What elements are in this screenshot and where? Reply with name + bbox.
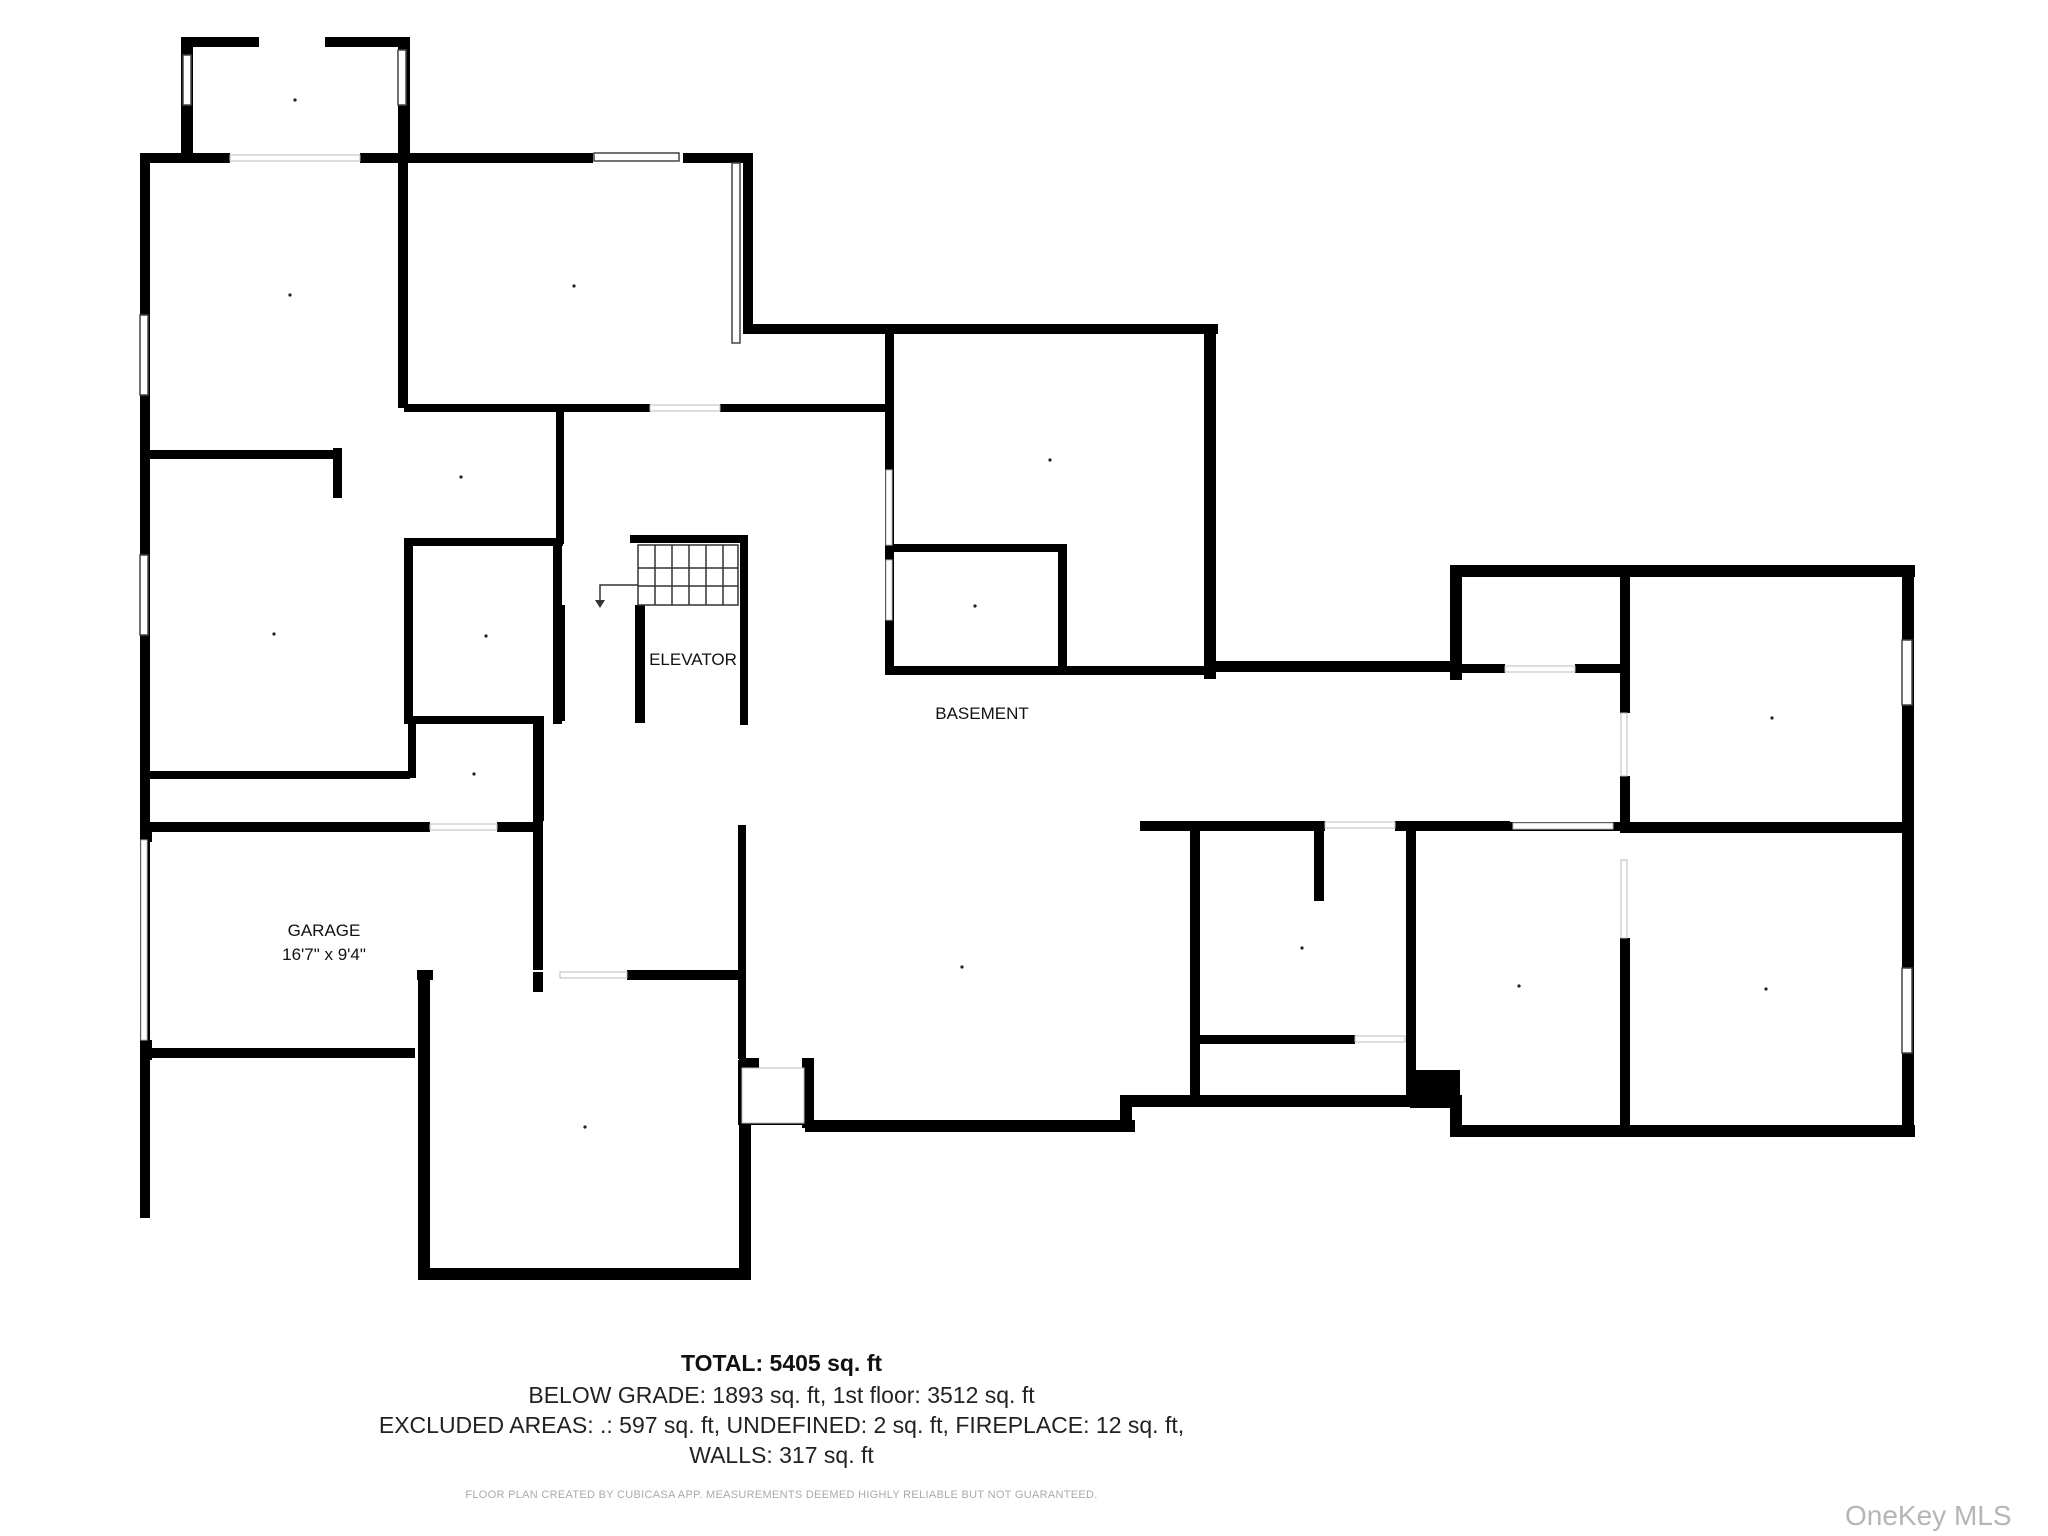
walls-area: WALLS: 317 sq. ft [689,1442,874,1468]
garage-size-label: 16'7" x 9'4" [282,945,366,964]
room-labels: ELEVATOR BASEMENT GARAGE 16'7" x 9'4" [282,650,1029,964]
walls [140,37,1915,1280]
grade-areas: BELOW GRADE: 1893 sq. ft, 1st floor: 351… [528,1382,1035,1408]
staircase [595,544,739,608]
doorways [140,154,1628,1124]
windows [139,49,1913,1054]
total-area: TOTAL: 5405 sq. ft [680,1350,883,1376]
room-markers [272,98,1774,1129]
disclaimer: FLOOR PLAN CREATED BY CUBICASA APP. MEAS… [465,1489,1098,1501]
basement-label: BASEMENT [935,704,1029,723]
elevator-label: ELEVATOR [649,650,737,669]
watermark: OneKey MLS [1845,1500,2012,1531]
excluded-areas: EXCLUDED AREAS: .: 597 sq. ft, UNDEFINED… [378,1412,1185,1438]
garage-label: GARAGE [288,921,361,940]
